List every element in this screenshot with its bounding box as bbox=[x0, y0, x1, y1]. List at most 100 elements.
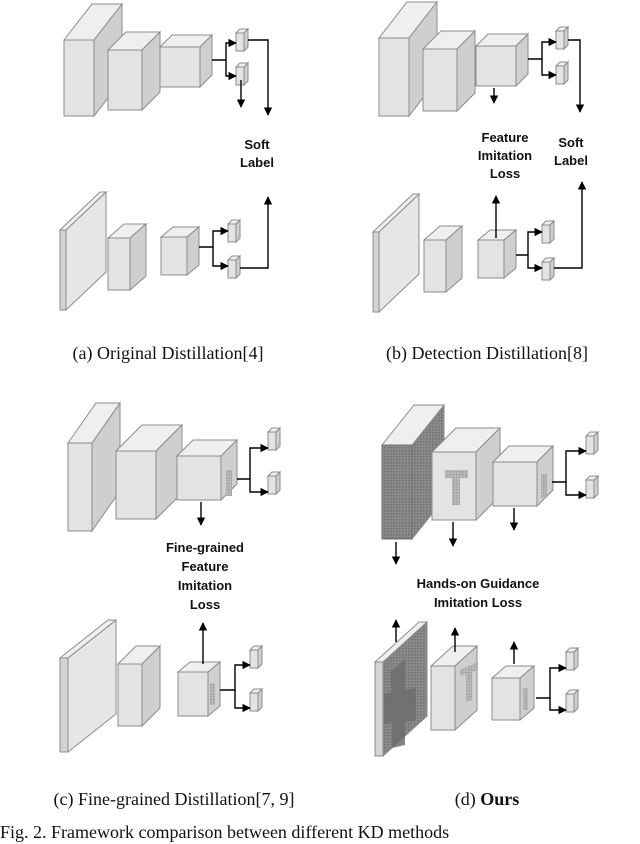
feature-block bbox=[114, 423, 184, 521]
connector-line bbox=[249, 479, 269, 497]
block-front-face bbox=[177, 671, 209, 717]
block-front-face bbox=[227, 223, 237, 243]
feature-block bbox=[474, 32, 530, 88]
block-side-face bbox=[257, 644, 263, 670]
classification-head bbox=[564, 646, 580, 672]
block-front-face bbox=[63, 39, 95, 117]
layer-side-face bbox=[67, 618, 117, 754]
fine-grained-region bbox=[210, 683, 215, 705]
block-side-face bbox=[243, 61, 249, 87]
feature-block bbox=[106, 30, 162, 112]
caption-c: (c) Fine-grained Distillation[7, 9] bbox=[54, 789, 295, 810]
block-front-face bbox=[159, 46, 201, 88]
classification-head bbox=[266, 426, 282, 452]
layer-front-face bbox=[372, 231, 380, 313]
student-soft-label-arrow bbox=[554, 181, 587, 269]
guidance-region bbox=[445, 470, 468, 505]
block-front-face bbox=[423, 239, 447, 293]
teacher-network bbox=[62, 2, 273, 118]
svg-text:Feature: Feature bbox=[182, 559, 229, 574]
classification-head bbox=[554, 25, 570, 51]
guidance-region bbox=[523, 688, 528, 710]
block-front-face bbox=[227, 259, 237, 279]
classification-head bbox=[248, 644, 264, 670]
block-side-face bbox=[235, 218, 241, 244]
connector-line bbox=[527, 255, 543, 273]
block-front-face bbox=[492, 461, 538, 507]
feature-imitation-loss-text: Feature Imitation Loss bbox=[478, 130, 532, 181]
block-front-face bbox=[422, 48, 458, 112]
input-layer bbox=[371, 192, 421, 314]
block-side-face bbox=[275, 426, 281, 452]
block-side-face bbox=[275, 470, 281, 496]
input-layer bbox=[58, 618, 118, 754]
student-network bbox=[58, 618, 264, 754]
feature-block bbox=[67, 401, 121, 533]
connector-line bbox=[212, 247, 229, 271]
layer-front-face bbox=[59, 657, 69, 753]
block-front-face bbox=[115, 450, 157, 520]
connector-line bbox=[541, 59, 557, 80]
connector-line bbox=[225, 60, 237, 81]
feature-block bbox=[476, 228, 518, 280]
feature-block bbox=[421, 29, 477, 113]
soft-label-arrow bbox=[248, 39, 273, 116]
svg-text:Soft: Soft bbox=[558, 135, 584, 150]
layer-front-face bbox=[374, 661, 384, 757]
caption-d: (d) Ours bbox=[455, 789, 520, 810]
feature-block bbox=[158, 33, 214, 89]
fine-grained-loss-text: Fine-grained Feature Imitation Loss bbox=[166, 540, 244, 612]
block-side-face bbox=[573, 646, 579, 672]
feature-block bbox=[422, 224, 464, 294]
block-front-face bbox=[117, 663, 143, 727]
connector-line bbox=[536, 663, 567, 699]
block-front-face bbox=[475, 45, 517, 87]
svg-text:Fine-grained: Fine-grained bbox=[166, 540, 244, 555]
svg-text:Hands-on Guidance: Hands-on Guidance bbox=[417, 576, 540, 591]
classification-head bbox=[234, 27, 250, 53]
block-front-face bbox=[541, 261, 551, 281]
teacher-network bbox=[67, 401, 282, 533]
classification-head bbox=[584, 430, 600, 456]
guidance-region bbox=[460, 662, 478, 702]
fine-grained-region bbox=[226, 470, 232, 496]
block-front-face bbox=[235, 66, 245, 86]
block-front-face bbox=[585, 479, 595, 499]
panel-fine-grained-distillation: Fine-grained Feature Imitation Loss (c) … bbox=[54, 401, 295, 810]
connector-line bbox=[199, 226, 229, 248]
connector-line bbox=[528, 37, 557, 60]
panel-original-distillation: Soft Label (a) Original Distillation[4] bbox=[58, 2, 274, 364]
soft-label-arrow bbox=[568, 39, 585, 113]
block-side-face bbox=[235, 254, 241, 280]
layer-front-face bbox=[59, 229, 67, 311]
regression-head bbox=[266, 470, 282, 496]
block-front-face bbox=[477, 239, 505, 279]
student-network bbox=[58, 190, 273, 312]
svg-text:Label: Label bbox=[240, 155, 274, 170]
block-front-face bbox=[585, 435, 595, 455]
block-side-face bbox=[257, 687, 263, 713]
block-side-face bbox=[563, 60, 569, 86]
svg-text:Imitation Loss: Imitation Loss bbox=[434, 595, 522, 610]
svg-text:Soft: Soft bbox=[244, 137, 270, 152]
figure-footer-caption: Fig. 2. Framework comparison between dif… bbox=[0, 822, 449, 842]
connector-line bbox=[220, 660, 251, 691]
block-front-face bbox=[249, 649, 259, 669]
block-front-face bbox=[541, 224, 551, 244]
regression-head bbox=[554, 60, 570, 86]
block-front-face bbox=[491, 677, 521, 721]
caption-b: (b) Detection Distillation[8] bbox=[386, 343, 588, 364]
caption-a: (a) Original Distillation[4] bbox=[73, 343, 264, 364]
block-front-face bbox=[160, 236, 188, 276]
input-layer bbox=[58, 190, 108, 312]
block-side-face bbox=[243, 27, 249, 53]
svg-text:Imitation: Imitation bbox=[178, 578, 232, 593]
svg-text:Imitation: Imitation bbox=[478, 148, 532, 163]
block-front-face bbox=[176, 455, 222, 501]
classification-head bbox=[540, 219, 556, 245]
regression-head bbox=[564, 688, 580, 714]
student-soft-label-arrow bbox=[240, 196, 273, 269]
block-front-face bbox=[565, 651, 575, 671]
panel-detection-distillation: Feature Imitation Loss Soft Label (b) De… bbox=[371, 0, 588, 364]
